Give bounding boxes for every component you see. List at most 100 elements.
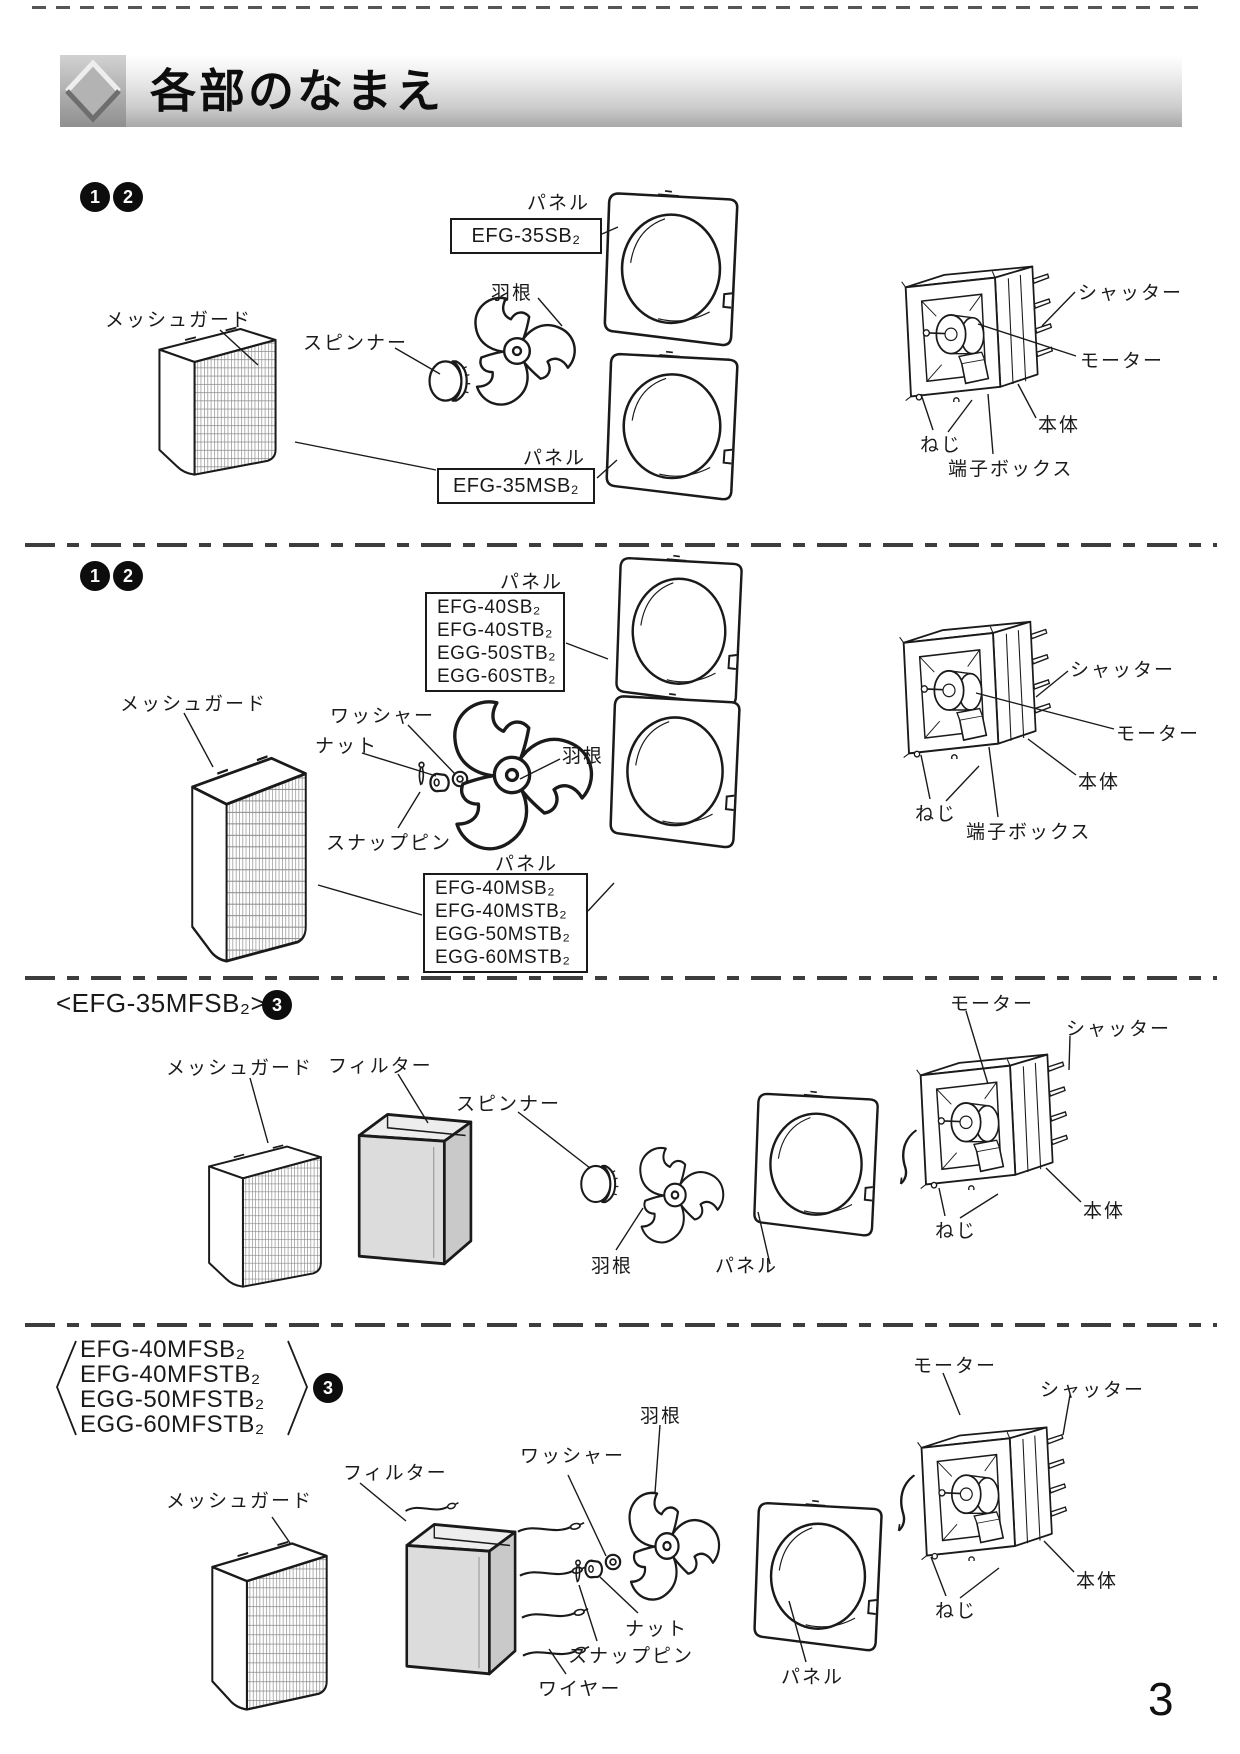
section-efg40-egg: 1 2 パネル EFG-40SB₂ EFG-40STB₂ EGG-50STB₂ … [0, 545, 1240, 976]
filter-drawing [357, 1112, 473, 1266]
fan-blade-drawing [465, 298, 584, 414]
fan-body-drawing [900, 265, 1054, 402]
label-unit-body: 本体 [1078, 772, 1121, 793]
label-panel: パネル [527, 193, 591, 214]
wire-drawing [516, 1521, 586, 1533]
section-separator [25, 543, 1217, 547]
wire-drawing [404, 1501, 460, 1512]
panel-model: EFG-40MSB₂ [435, 878, 556, 899]
label-mesh-guard: メッシュガード [166, 1058, 314, 1079]
panel-model-box: EFG-35SB₂ [450, 218, 602, 254]
diagram-artwork-section4 [56, 1340, 1075, 1711]
snap-pin-drawing [418, 761, 425, 786]
label-snap-pin: スナップピン [568, 1646, 695, 1667]
panel-lower-drawing [605, 350, 739, 501]
label-panel: パネル [715, 1256, 779, 1277]
panel-model: EGG-50STB₂ [437, 643, 557, 664]
section-header-model: <EFG-35MFSB₂> [56, 988, 267, 1018]
label-filter: フィルター [328, 1056, 433, 1077]
label-motor: モーター [1116, 724, 1201, 745]
step-badge-2: 2 [113, 182, 143, 212]
model-list-brackets [56, 1340, 308, 1436]
header-model: EGG-60MFSTB₂ [80, 1411, 265, 1438]
label-mesh-guard: メッシュガード [120, 694, 268, 715]
label-unit-body: 本体 [1083, 1201, 1126, 1222]
label-blade: 羽根 [640, 1406, 683, 1427]
section-separator [25, 1323, 1217, 1327]
label-filter: フィルター [343, 1463, 448, 1484]
panel-drawing [753, 1499, 883, 1652]
spinner-drawing [580, 1164, 620, 1204]
label-nut: ナット [625, 1619, 689, 1640]
label-washer: ワッシャー [520, 1446, 626, 1467]
label-blade: 羽根 [591, 1256, 634, 1277]
label-panel: パネル [781, 1667, 845, 1688]
lead-wire-drawing [897, 1473, 916, 1533]
mesh-guard-drawing [208, 1144, 322, 1288]
panel-model-box: EFG-40MSB₂ EFG-40MSTB₂ EGG-50MSTB₂ EGG-6… [423, 873, 588, 973]
label-terminal-box: 端子ボックス [948, 459, 1074, 480]
filter-drawing [405, 1522, 517, 1676]
section-separator [25, 976, 1217, 980]
label-unit-body: 本体 [1038, 415, 1081, 436]
panel-model: EFG-40SB₂ [437, 597, 541, 618]
mesh-guard-drawing [158, 326, 277, 476]
step-badge-2: 2 [113, 561, 143, 591]
fan-blade-drawing [631, 1148, 730, 1250]
label-shutter: シャッター [1070, 660, 1176, 681]
panel-upper-drawing [603, 189, 739, 347]
step-badge-1: 1 [80, 561, 110, 591]
section-efg35mfsb: <EFG-35MFSB₂> 3 メッシュガード フィルター スピンナー 羽根 パ… [0, 978, 1240, 1323]
label-mesh-guard: メッシュガード [105, 310, 253, 331]
panel-model: EGG-60MSTB₂ [435, 947, 571, 968]
panel-model: EGG-60STB₂ [437, 666, 557, 687]
label-panel: パネル [500, 572, 564, 593]
label-shutter: シャッター [1078, 283, 1184, 304]
panel-model-box: EFG-40SB₂ EFG-40STB₂ EGG-50STB₂ EGG-60ST… [425, 592, 565, 692]
label-screw: ねじ [935, 1601, 978, 1622]
spinner-drawing [428, 360, 472, 402]
panel-model: EFG-40STB₂ [437, 620, 553, 641]
label-snap-pin: スナップピン [326, 833, 453, 854]
label-mesh-guard: メッシュガード [166, 1491, 314, 1512]
panel-drawing [753, 1090, 879, 1237]
page-number: 3 [1148, 1673, 1174, 1725]
section-header-model-list: EFG-40MFSB₂ EFG-40MFSTB₂ EGG-50MFSTB₂ EG… [80, 1337, 265, 1437]
label-terminal-box: 端子ボックス [966, 822, 1092, 843]
lead-wire-drawing [899, 1128, 918, 1186]
step-badge-3: 3 [262, 990, 292, 1020]
panel-upper-drawing [615, 554, 743, 707]
nut-drawing [429, 772, 450, 793]
leader-lines [183, 642, 1115, 916]
label-wire: ワイヤー [538, 1679, 622, 1700]
washer-drawing [604, 1553, 622, 1571]
label-washer: ワッシャー [330, 706, 436, 727]
section-efg40mf-eggmf: EFG-40MFSB₂ EFG-40MFSTB₂ EGG-50MFSTB₂ EG… [0, 1325, 1240, 1754]
header-model: EFG-40MFSTB₂ [80, 1361, 261, 1388]
label-motor: モーター [950, 994, 1035, 1015]
label-screw: ねじ [935, 1221, 978, 1242]
leader-lines [271, 1372, 1075, 1675]
label-panel: パネル [495, 854, 559, 875]
label-motor: モーター [913, 1356, 998, 1377]
label-spinner: スピンナー [303, 333, 409, 354]
label-shutter: シャッター [1040, 1380, 1146, 1401]
panel-model: EFG-35SB₂ [471, 224, 581, 247]
diamond-icon [60, 55, 126, 127]
section-efg35: 1 2 メッシュガード スピンナー 羽根 パネル EFG-35SB₂ パネル E… [0, 130, 1240, 545]
fan-body-drawing [915, 1053, 1069, 1190]
mesh-guard-drawing [211, 1540, 328, 1711]
label-unit-body: 本体 [1076, 1571, 1119, 1592]
label-blade: 羽根 [491, 283, 534, 304]
label-screw: ねじ [915, 804, 958, 825]
panel-model-box: EFG-35MSB₂ [437, 468, 595, 504]
diagram-artwork-section1 [158, 189, 1077, 501]
label-blade: 羽根 [562, 746, 605, 767]
label-motor: モーター [1080, 351, 1165, 372]
leader-lines [219, 226, 1077, 479]
label-spinner: スピンナー [456, 1094, 562, 1115]
step-badge-3: 3 [313, 1373, 343, 1403]
label-panel: パネル [523, 448, 587, 469]
label-nut: ナット [315, 736, 379, 757]
wire-drawing [520, 1607, 590, 1619]
